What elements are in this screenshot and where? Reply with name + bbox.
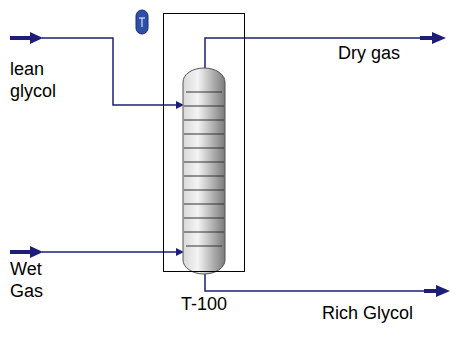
stream-label: lean glycol (10, 58, 72, 102)
unit-tag: T-100 (181, 293, 227, 315)
column-unit-box: T-100 (163, 13, 245, 272)
stream-label: Rich Glycol (322, 302, 413, 324)
status-flag-icon (136, 10, 148, 34)
absorber-column (183, 68, 225, 274)
stream-arrows (10, 32, 450, 297)
stream-label: Wet Gas (10, 258, 60, 302)
stream-lines (42, 38, 436, 291)
stream-label: Dry gas (338, 42, 400, 64)
